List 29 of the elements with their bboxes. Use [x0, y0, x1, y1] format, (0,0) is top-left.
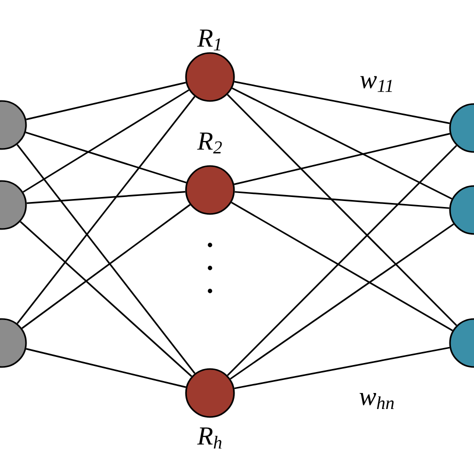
connection-line [226, 94, 458, 326]
connection-line [20, 221, 192, 377]
edge-label: w$_{11}$ [358, 75, 396, 93]
neuron-circle [185, 52, 235, 102]
node-label: R$_{1}$ [197, 30, 220, 50]
neuron-circle [449, 318, 474, 368]
connection-line [231, 202, 453, 332]
connection-line [16, 144, 196, 374]
connection-line [234, 80, 450, 124]
connection-line [234, 346, 450, 390]
connection-line [16, 96, 196, 324]
node-label: R$_{2}$ [197, 132, 222, 154]
neuron-circle [185, 368, 235, 418]
neuron-circle [185, 165, 235, 215]
connection-line [26, 82, 186, 120]
connection-line [22, 204, 190, 329]
connection-line [234, 132, 450, 186]
connection-line [25, 132, 187, 184]
connection-line [234, 191, 450, 209]
connection-line [226, 145, 458, 376]
connection-line [22, 89, 190, 193]
node-label: R$_{h}$ [197, 427, 222, 449]
connection-line [230, 223, 454, 380]
connection-line [232, 87, 452, 200]
connection-line [26, 190, 186, 204]
neuron-circle [449, 103, 474, 153]
neuron-circle [449, 185, 474, 235]
edge-label: w$_{hn}$ [358, 392, 396, 410]
connection-line [26, 348, 186, 388]
